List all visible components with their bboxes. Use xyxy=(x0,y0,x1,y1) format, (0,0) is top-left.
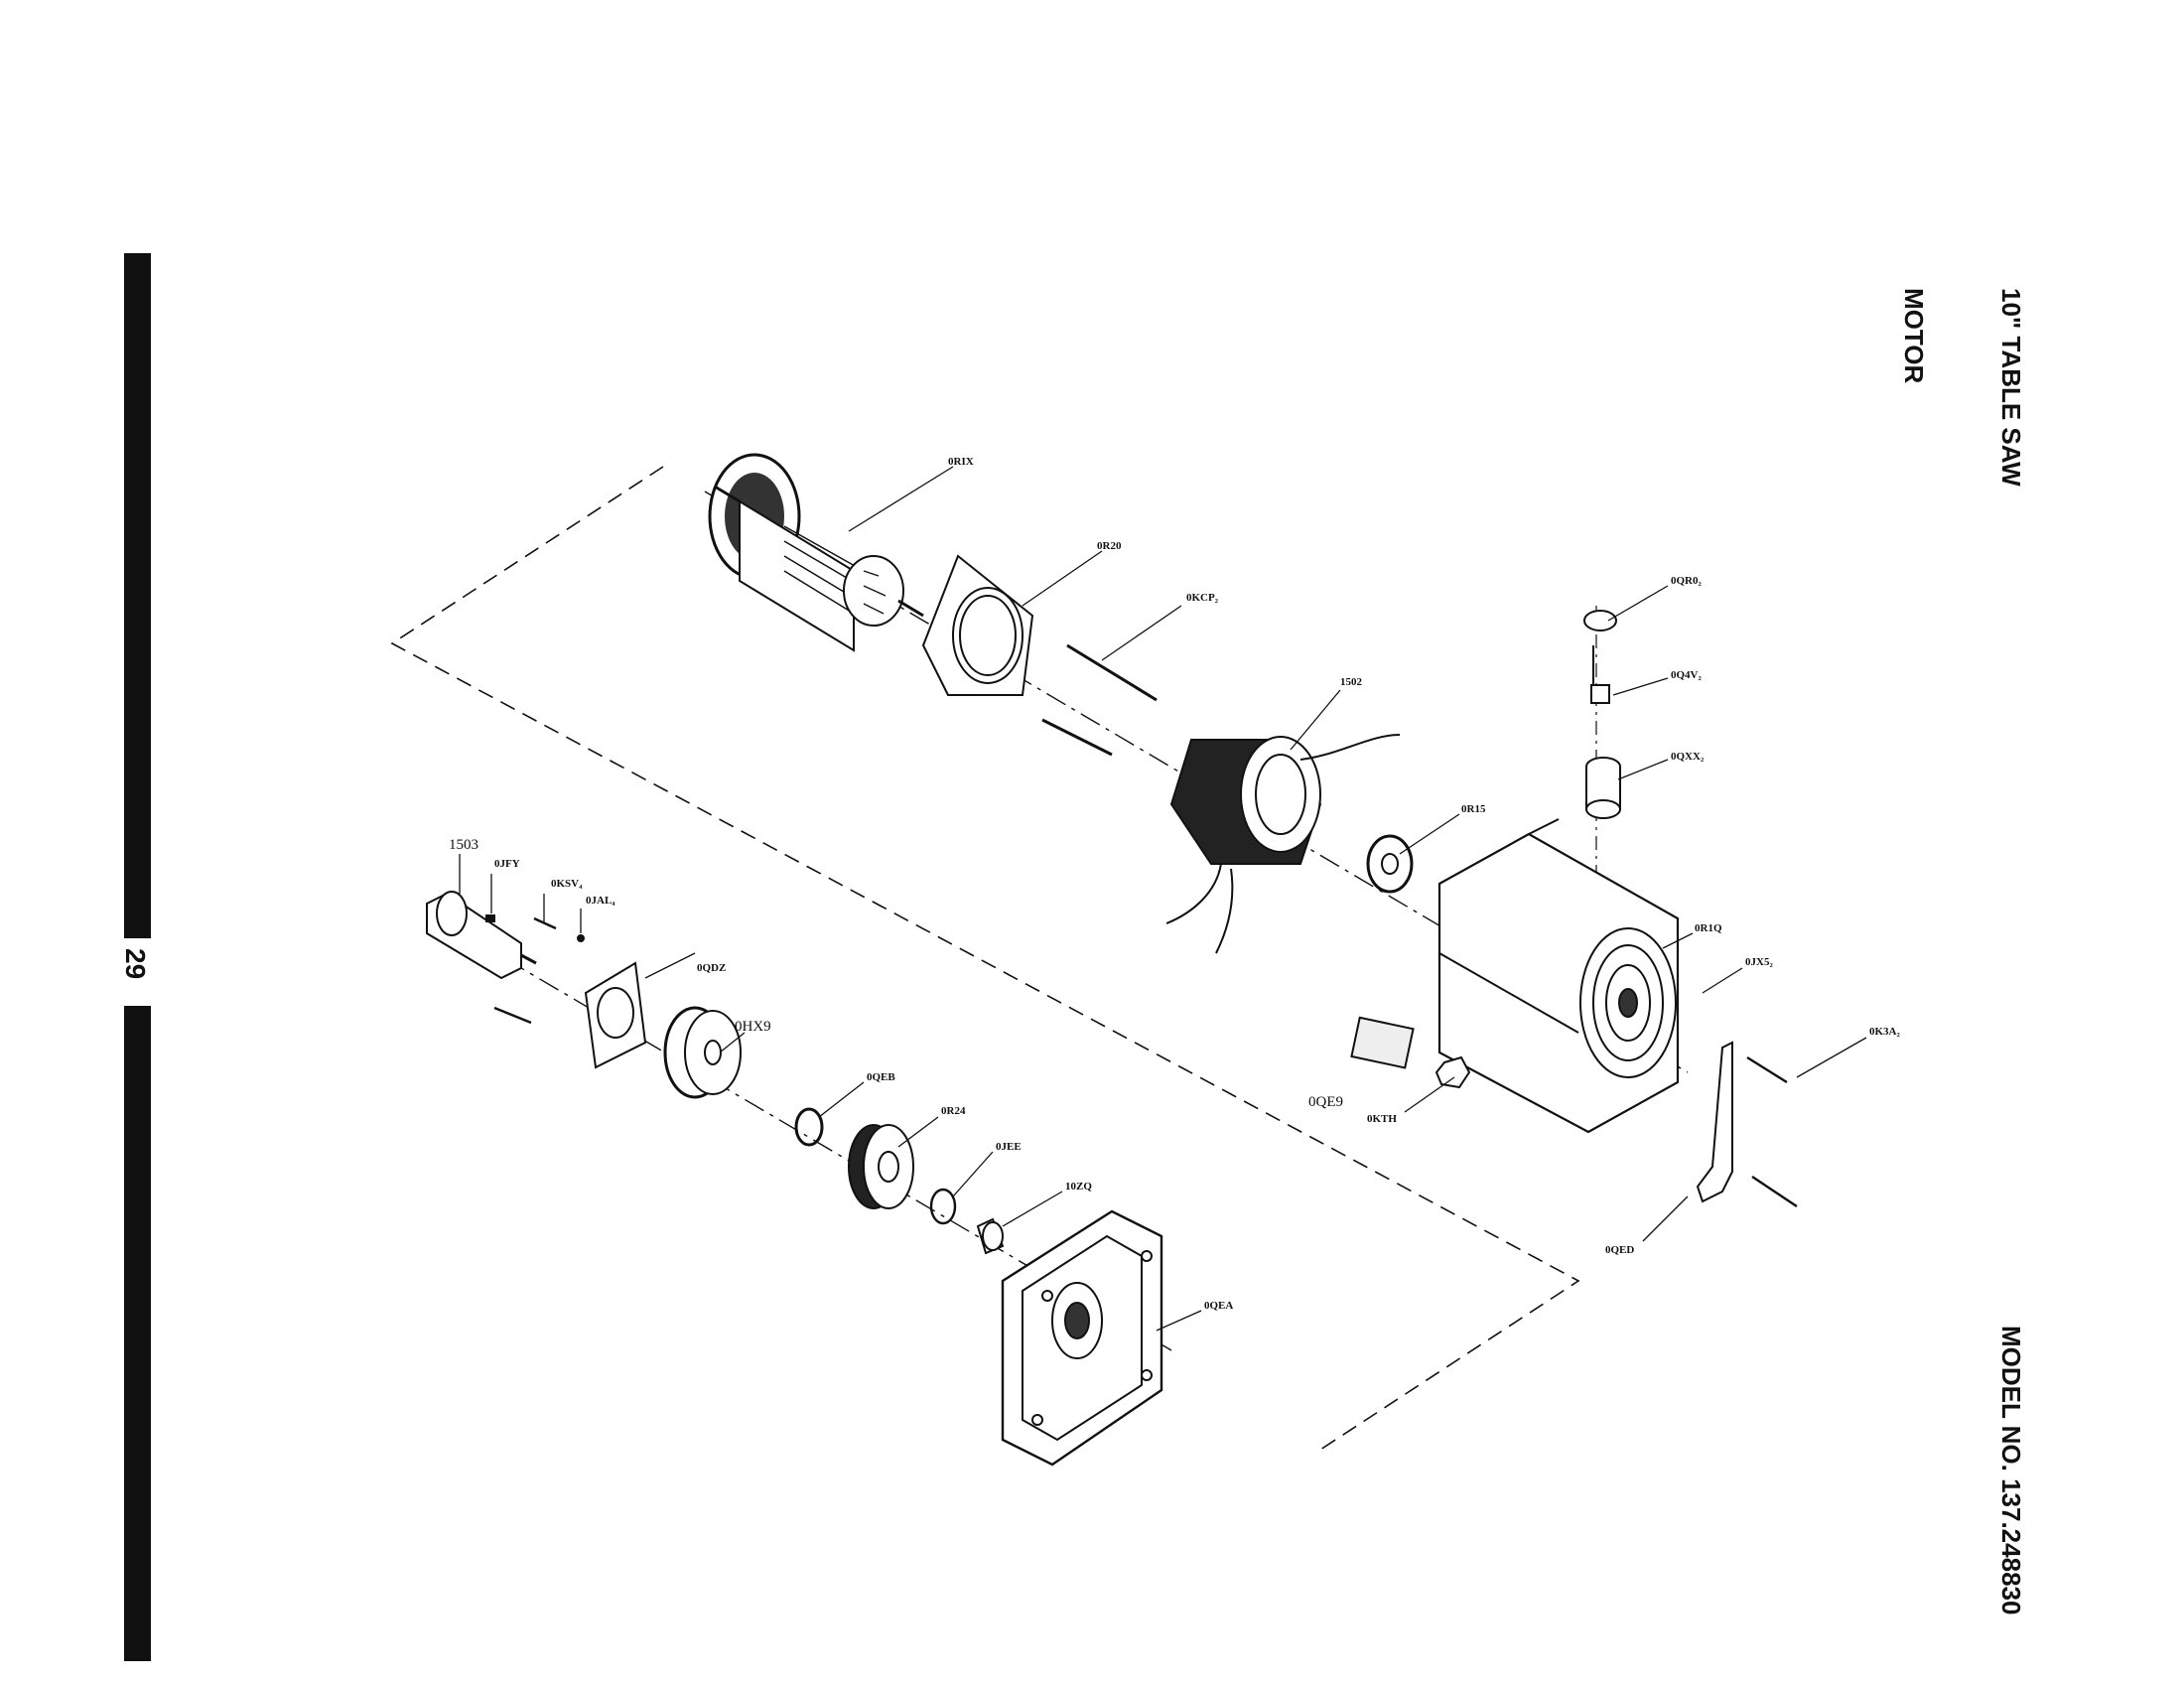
assembly-outline xyxy=(390,466,1580,1451)
part-label-brush-cap: 0QR0₂ xyxy=(1671,575,1703,587)
part-label-spindle: 1503 xyxy=(449,837,478,853)
part-label-motor-housing: 0R1Q xyxy=(1695,922,1722,934)
brush xyxy=(1590,645,1610,704)
retaining-ring-a xyxy=(794,1107,824,1147)
bracket-screw-upper xyxy=(1746,1055,1788,1084)
part-label-bearing-spindle: 0HX9 xyxy=(735,1019,771,1035)
bearing-front xyxy=(1366,834,1414,894)
part-label-retaining-ring-a: 0QEB xyxy=(867,1071,895,1083)
through-bolt-lower xyxy=(1041,718,1113,757)
edge-bar-top xyxy=(124,253,151,938)
part-label-lock-washer: 0JAL₄ xyxy=(586,895,615,907)
section-title: MOTOR xyxy=(1899,288,1929,384)
nameplate xyxy=(1350,1016,1415,1069)
gear xyxy=(848,1124,914,1209)
baffle xyxy=(921,554,1034,696)
part-label-stator: 1502 xyxy=(1340,676,1363,688)
part-labels: 0RIX 0R20 0KCP₂ 1502 0R15 0QR0₂ 0Q4V₂ 0Q… xyxy=(449,456,1901,1312)
nut xyxy=(1434,1055,1471,1089)
part-label-baffle: 0R20 xyxy=(1097,540,1122,552)
key xyxy=(485,914,495,922)
leader-lines xyxy=(459,466,1867,1332)
gearcase-screw-lower xyxy=(493,1006,532,1025)
part-label-bracket-screw: 0K3A₂ xyxy=(1869,1026,1901,1038)
part-label-brush-holder: 0QXX₂ xyxy=(1671,751,1705,763)
retaining-ring-b xyxy=(929,1188,957,1225)
part-label-armature: 0RIX xyxy=(948,456,974,468)
page-title: 10" TABLE SAW xyxy=(1996,288,2026,487)
part-label-brush: 0Q4V₂ xyxy=(1671,669,1703,681)
page-number: 29 xyxy=(120,948,151,980)
needle-bearing xyxy=(976,1217,1005,1255)
bearing-spindle xyxy=(663,1006,742,1099)
lock-washer xyxy=(577,934,585,942)
part-label-bearing-plate: 0QDZ xyxy=(697,962,726,974)
bracket xyxy=(1696,1041,1733,1203)
armature xyxy=(708,453,924,652)
part-label-nut: 0KTH xyxy=(1367,1113,1397,1125)
part-label-through-bolt: 0KCP₂ xyxy=(1186,592,1219,604)
gear-case xyxy=(1001,1209,1163,1467)
through-bolt-upper xyxy=(1066,643,1158,702)
brush-cap xyxy=(1583,610,1617,632)
motor-housing xyxy=(1437,818,1680,1134)
spindle xyxy=(426,891,537,980)
part-label-gear-case: 0QEA xyxy=(1204,1300,1233,1312)
stator xyxy=(1165,734,1401,954)
part-label-retaining-ring-b: 0JEE xyxy=(996,1141,1022,1153)
part-label-needle-bearing: 10ZQ xyxy=(1065,1181,1092,1193)
part-label-gear: 0R24 xyxy=(941,1105,966,1117)
edge-bar-bottom xyxy=(124,1006,151,1661)
part-label-key: 0JFY xyxy=(494,858,520,870)
part-label-gearcase-screw: 0KSV₄ xyxy=(551,878,583,890)
part-label-nameplate: 0QE9 xyxy=(1308,1094,1343,1110)
brush-holder xyxy=(1585,757,1621,819)
bearing-plate xyxy=(584,961,647,1069)
gearcase-screw xyxy=(533,916,557,930)
spindle-axis xyxy=(436,917,1172,1351)
model-number: MODEL NO. 137.248830 xyxy=(1996,1326,2026,1615)
bracket-screw-lower xyxy=(1751,1176,1798,1207)
part-label-housing-screw: 0JX5₂ xyxy=(1745,956,1773,968)
part-label-bracket: 0QED xyxy=(1605,1244,1634,1256)
part-label-bearing-front: 0R15 xyxy=(1461,803,1486,815)
